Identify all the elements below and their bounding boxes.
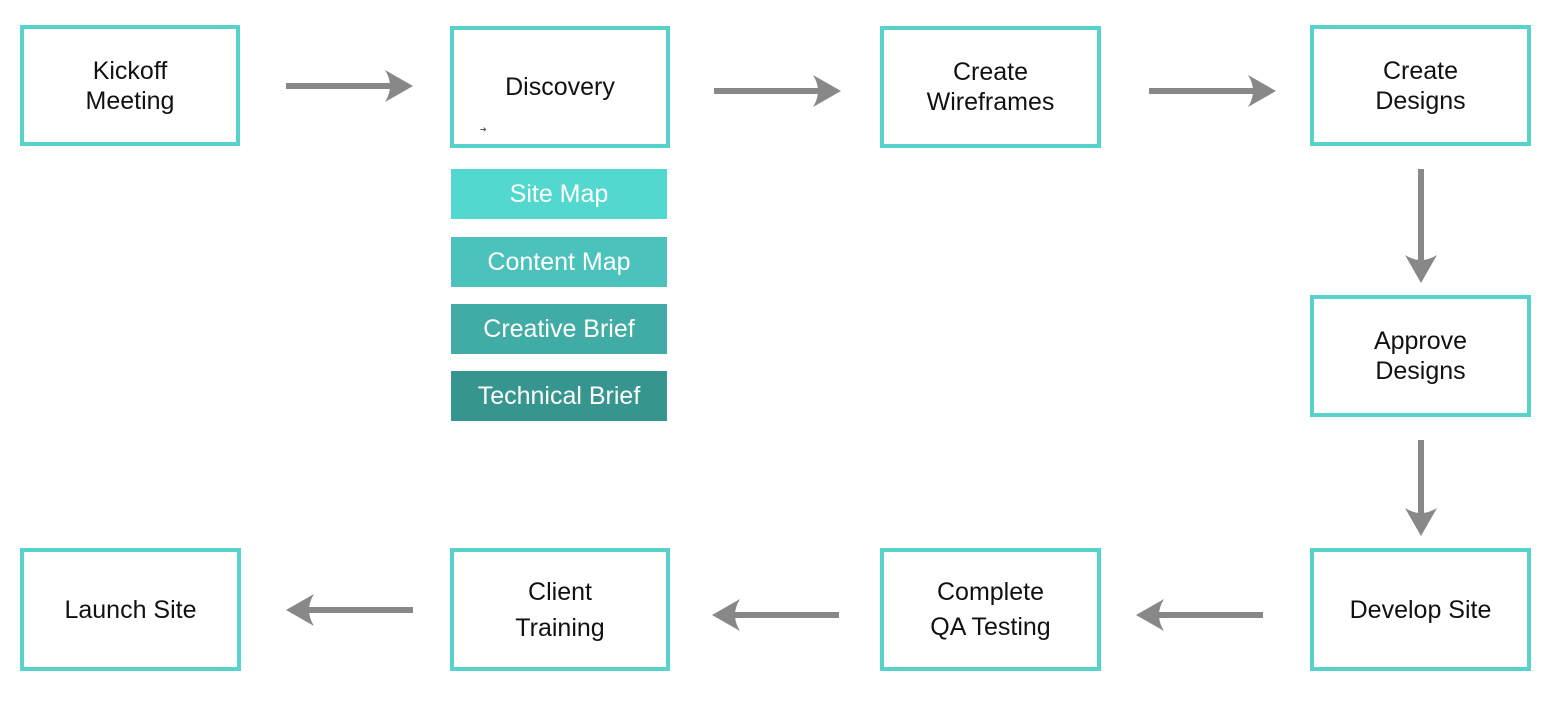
step-create-designs: Create Designs: [1310, 25, 1531, 146]
arrow-training-to-launch: [286, 594, 413, 626]
step-create-wireframes: Create Wireframes: [880, 26, 1101, 148]
step-create-wireframes-label: Create Wireframes: [926, 58, 1055, 116]
step-kickoff-meeting-label: Kickoff Meeting: [85, 56, 175, 115]
step-develop-site: Develop Site: [1310, 548, 1531, 671]
output-site-map: Site Map: [451, 169, 667, 219]
step-kickoff-meeting: Kickoff Meeting: [20, 25, 240, 146]
output-site-map-label: Site Map: [509, 179, 609, 208]
arrow-develop-to-qa: [1136, 599, 1263, 631]
step-launch-site-label: Launch Site: [64, 595, 197, 624]
step-client-training: Client Training: [450, 548, 670, 671]
step-complete-qa-testing: Complete QA Testing: [880, 548, 1101, 671]
step-approve-designs-label: Approve Designs: [1373, 327, 1468, 385]
step-launch-site: Launch Site: [20, 548, 241, 671]
output-content-map: Content Map: [451, 237, 667, 287]
arrow-kickoff-to-discovery: [286, 70, 413, 102]
arrow-wireframes-to-designs: [1149, 75, 1276, 107]
output-technical-brief: Technical Brief: [451, 371, 667, 421]
output-content-map-label: Content Map: [487, 247, 631, 276]
step-approve-designs: Approve Designs: [1310, 295, 1531, 417]
small-arrow-icon: ➔: [480, 125, 487, 134]
output-creative-brief-label: Creative Brief: [483, 314, 635, 343]
output-creative-brief: Creative Brief: [451, 304, 667, 354]
step-client-training-label: Client Training: [515, 577, 605, 642]
output-technical-brief-label: Technical Brief: [477, 381, 641, 410]
step-discovery: Discovery: [450, 26, 670, 148]
arrow-discovery-to-wireframes: [714, 75, 841, 107]
step-create-designs-label: Create Designs: [1375, 56, 1466, 115]
step-develop-site-label: Develop Site: [1349, 595, 1492, 624]
step-complete-qa-testing-label: Complete QA Testing: [930, 577, 1051, 641]
arrow-designs-to-approve: [1405, 169, 1437, 283]
step-discovery-label: Discovery: [505, 73, 615, 101]
arrow-qa-to-training: [712, 599, 839, 631]
arrow-approve-to-develop: [1405, 440, 1437, 536]
